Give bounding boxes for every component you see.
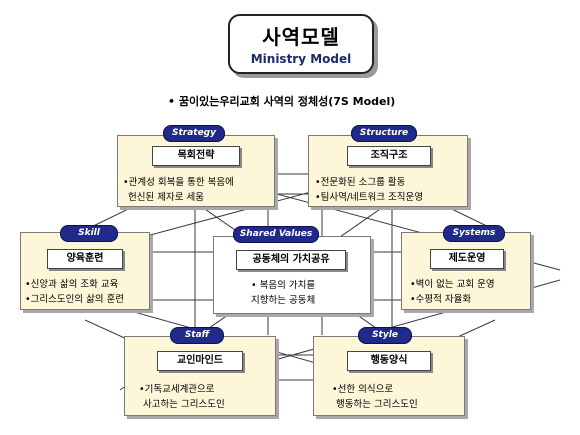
node-strategy-line: 헌신된 제자로 세움: [128, 192, 204, 203]
node-staff-title: 교인마인드: [157, 351, 243, 371]
node-shared-values-line: 지향하는 공동체: [251, 295, 316, 306]
node-style-text: •선한 의식으로 행동하는 그리스도인: [332, 382, 418, 412]
tag-style: Style: [358, 327, 412, 344]
node-skill: 양육훈련 •신앙과 삶의 조화 교육 •그리스도인의 삶의 훈련: [20, 232, 150, 310]
node-systems: 제도운영 •벽이 없는 교회 운영 •수평적 자율화: [401, 232, 531, 310]
title-box: 사역모델 Ministry Model: [228, 14, 374, 74]
node-shared-values-line: • 복음의 가치를: [251, 280, 316, 291]
node-skill-line: •그리스도인의 삶의 훈련: [25, 294, 125, 305]
node-skill-title: 양육훈련: [47, 249, 123, 269]
node-shared-values: 공동체의 가치공유 • 복음의 가치를 지향하는 공동체: [213, 236, 371, 314]
title-english: Ministry Model: [250, 52, 352, 66]
node-style-title: 행동양식: [347, 351, 431, 371]
tag-strategy: Strategy: [163, 125, 225, 142]
node-strategy-title: 목회전략: [152, 146, 240, 166]
title-korean: 사역모델: [262, 25, 340, 49]
node-structure-line: •팀사역/네트워크 조직운영: [315, 192, 423, 203]
node-systems-line: •수평적 자율화: [410, 294, 472, 305]
node-style: 행동양식 •선한 의식으로 행동하는 그리스도인: [313, 336, 465, 416]
node-systems-text: •벽이 없는 교회 운영 •수평적 자율화: [410, 277, 495, 307]
tag-skill: Skill: [60, 225, 118, 242]
node-skill-text: •신앙과 삶의 조화 교육 •그리스도인의 삶의 훈련: [25, 277, 124, 307]
node-systems-title: 제도운영: [430, 249, 504, 269]
node-shared-values-text: • 복음의 가치를 지향하는 공동체: [251, 278, 315, 308]
node-systems-line: •벽이 없는 교회 운영: [410, 279, 495, 290]
node-staff-line: •기독교세계관으로: [139, 384, 215, 395]
tag-staff: Staff: [170, 327, 224, 344]
node-shared-values-title: 공동체의 가치공유: [236, 250, 346, 270]
tag-structure: Structure: [351, 125, 417, 142]
node-staff-text: •기독교세계관으로 사고하는 그리스도인: [139, 382, 225, 412]
node-structure-text: •전문화된 소그룹 활동 •팀사역/네트워크 조직운영: [315, 175, 423, 205]
tag-systems: Systems: [443, 225, 505, 242]
node-staff: 교인마인드 •기독교세계관으로 사고하는 그리스도인: [124, 336, 276, 416]
node-style-line: •선한 의식으로: [332, 384, 394, 395]
node-strategy-text: •관계성 회복을 통한 복음에 헌신된 제자로 세움: [123, 175, 234, 205]
node-strategy: 목회전략 •관계성 회복을 통한 복음에 헌신된 제자로 세움: [117, 135, 275, 207]
node-style-line: 행동하는 그리스도인: [336, 399, 418, 410]
node-staff-line: 사고하는 그리스도인: [143, 399, 225, 410]
node-skill-line: •신앙과 삶의 조화 교육: [25, 279, 119, 290]
node-structure: 조직구조 •전문화된 소그룹 활동 •팀사역/네트워크 조직운영: [308, 135, 468, 207]
node-structure-line: •전문화된 소그룹 활동: [315, 177, 406, 188]
tag-shared-values: Shared Values: [233, 226, 319, 243]
subtitle: • 꿈이있는우리교회 사역의 정체성(7S Model): [168, 95, 396, 108]
node-structure-title: 조직구조: [347, 146, 431, 166]
node-strategy-line: •관계성 회복을 통한 복음에: [123, 177, 234, 188]
